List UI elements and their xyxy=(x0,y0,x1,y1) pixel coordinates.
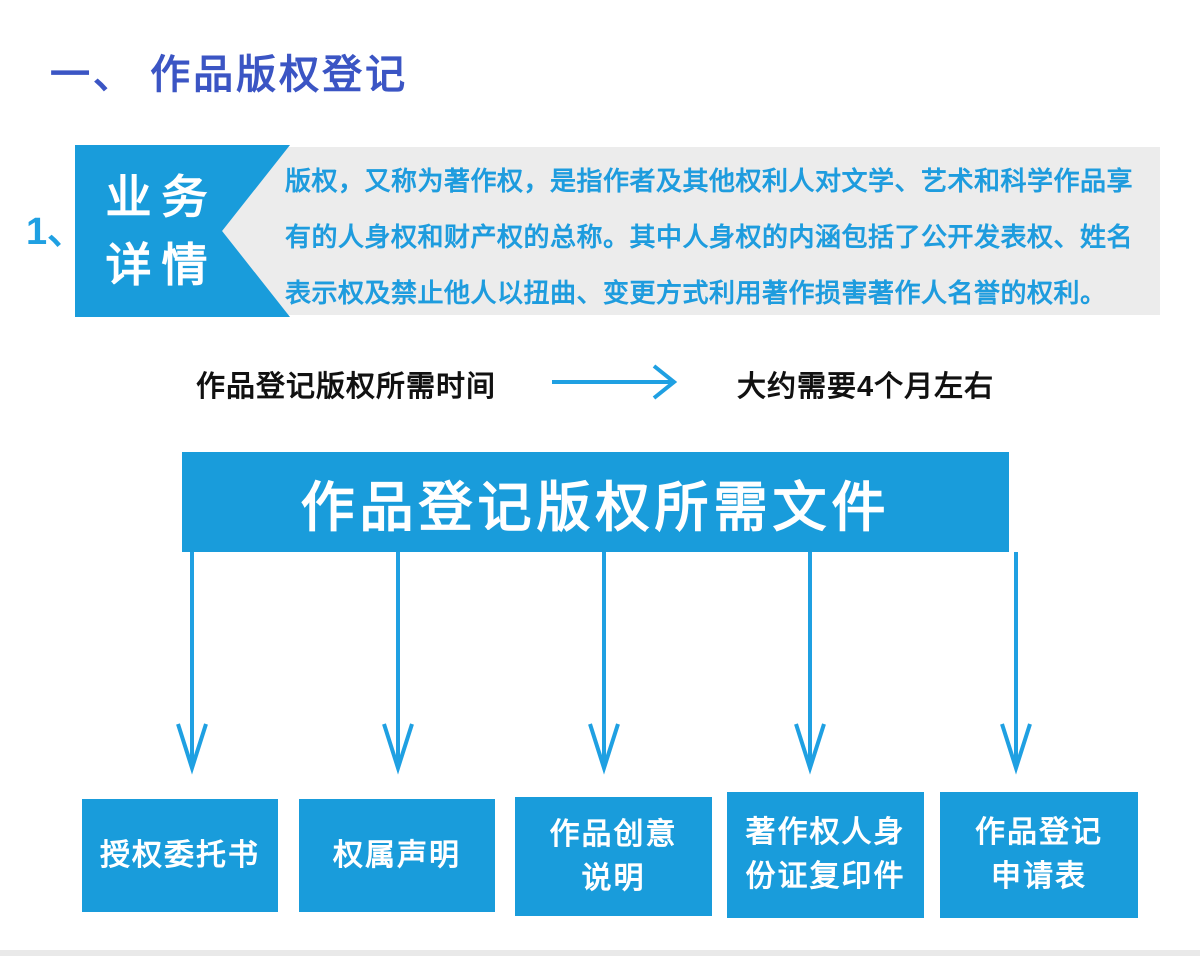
document-box-line: 份证复印件 xyxy=(745,860,906,893)
document-box-id-copy: 著作权人身 份证复印件 xyxy=(727,792,924,918)
down-arrow-icon xyxy=(176,552,208,775)
document-box-ownership-statement: 权属声明 xyxy=(299,799,495,912)
description-line: 表示权及禁止他人以扭曲、变更方式利用著作损害著作人名誉的权利。 xyxy=(285,278,1107,308)
down-arrow-icons xyxy=(176,552,1032,775)
description-line: 版权，又称为著作权，是指作者及其他权利人对文学、艺术和科学作品享 xyxy=(285,166,1134,196)
bottom-divider-strip xyxy=(0,950,1200,956)
business-detail-tag-text: 业务 详情 xyxy=(106,163,218,299)
document-box-line: 权属声明 xyxy=(333,838,461,872)
down-arrow-icon xyxy=(794,552,826,775)
down-arrow-icon xyxy=(588,552,620,775)
document-box-line: 著作权人身 xyxy=(745,816,906,849)
documents-header-banner: 作品登记版权所需文件 xyxy=(182,452,1009,552)
page-title: 一、 作品版权登记 xyxy=(50,53,409,97)
document-box-authorization-letter: 授权委托书 xyxy=(82,799,278,912)
document-box-line: 作品创意 xyxy=(549,817,678,851)
down-arrow-icon xyxy=(382,552,414,775)
tag-line-1: 业务 xyxy=(105,171,218,223)
description-line: 有的人身权和财产权的总称。其中人身权的内涵包括了公开发表权、姓名 xyxy=(285,222,1134,252)
documents-header-text: 作品登记版权所需文件 xyxy=(300,477,891,538)
tag-line-2: 详情 xyxy=(105,239,218,291)
document-box-line: 说明 xyxy=(581,861,646,895)
document-box-application-form: 作品登记 申请表 xyxy=(940,792,1138,918)
right-arrow-icon xyxy=(552,364,678,400)
time-answer-label: 大约需要4个月左右 xyxy=(737,371,995,403)
document-box-line: 申请表 xyxy=(991,860,1087,893)
document-box-creative-description: 作品创意 说明 xyxy=(515,797,712,916)
time-question-label: 作品登记版权所需时间 xyxy=(196,371,497,403)
document-box-line: 授权委托书 xyxy=(100,838,260,872)
down-arrow-icon xyxy=(1000,552,1032,775)
description-panel: 版权，又称为著作权，是指作者及其他权利人对文学、艺术和科学作品享 有的人身权和财… xyxy=(222,147,1160,315)
document-box-line: 作品登记 xyxy=(975,816,1103,849)
